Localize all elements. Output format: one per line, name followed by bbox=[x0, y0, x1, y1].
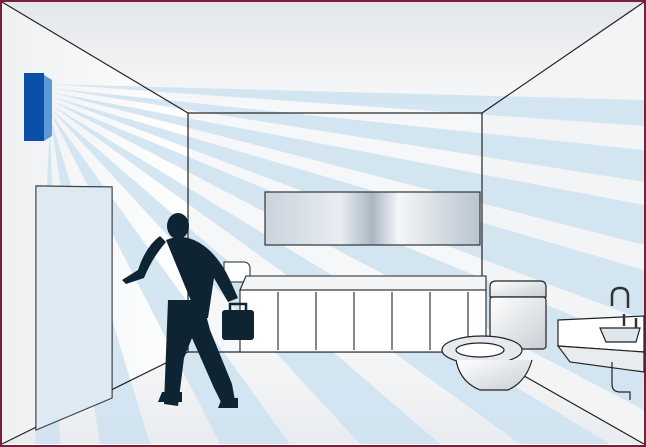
vanity-cabinet-icon bbox=[240, 276, 486, 352]
occupancy-sensor-icon bbox=[24, 73, 52, 141]
door-icon bbox=[36, 186, 112, 430]
mirror-icon bbox=[265, 192, 480, 245]
